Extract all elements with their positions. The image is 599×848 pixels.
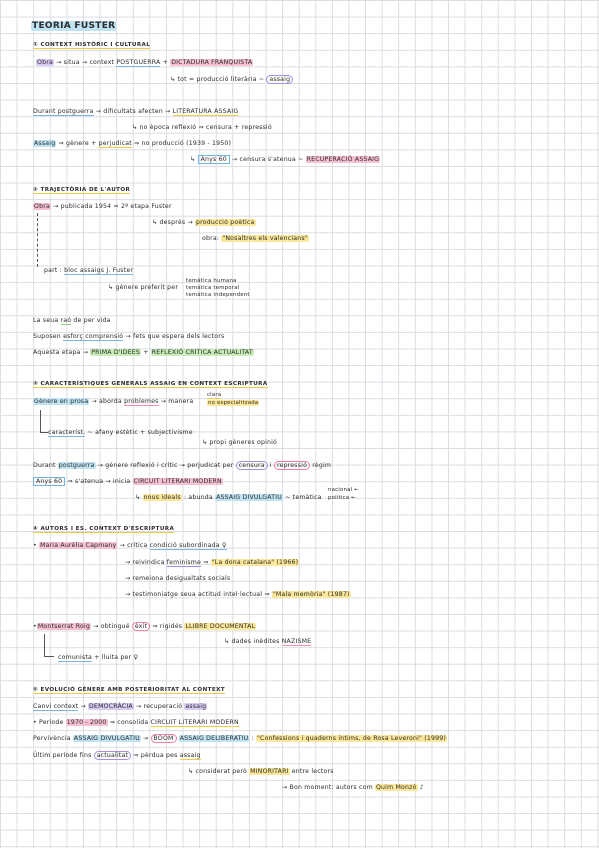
s5-line-6: → Bon moment: autors com Quim Monzó ♪: [282, 784, 424, 791]
s4-line-4: → testimoniatge seua actitud intel·lectu…: [125, 591, 351, 598]
s3-line-2: característ. ~ afany estètic + subjectiv…: [48, 429, 193, 437]
s5-line-2: • Període 1970 - 2000 ⇒ consolida CIRCUI…: [33, 719, 239, 727]
s2-line-4: part : bloc assaigs J. Fuster: [44, 267, 134, 275]
s2-line-2: ↳ després → producció poètica: [152, 219, 256, 226]
bracket-line: [40, 432, 48, 433]
s4-line-6: ↳ dades inèdites NAZISME: [224, 638, 312, 646]
section-5-heading: ⑤ EVOLUCIÓ GÈNERE AMB POSTERIORITAT AL C…: [33, 687, 226, 694]
s5-line-1: Canvi context → DEMOCRÀCIA → recuperació…: [33, 703, 208, 711]
s3-theme-1: nacional ←: [328, 487, 359, 493]
s3-line-1: Gènere en prosa → aborda problemes → man…: [33, 398, 194, 406]
s2-line-6: La seua raó de per vida: [33, 317, 111, 325]
section-4-heading: ④ AUTORS I ES. CONTEXT D'ESCRIPTURA: [33, 526, 175, 533]
s5-line-4: Últim període fins actualitat ⇒ pèrdua p…: [33, 751, 201, 760]
s2-line-5: ↳ gènere preferit per: [108, 284, 179, 291]
s4-line-3: → remeiona desigualtats socials: [125, 575, 231, 582]
s3-theme-2: política ←: [328, 495, 356, 501]
s2-line-3: obra: "Nosaltres els valencians": [202, 235, 309, 242]
s4-line-2: → reivindica feminisme ⇒ "La dona catala…: [125, 559, 300, 567]
s2-line-7: Suposen esforç comprensió → fets que esp…: [33, 333, 225, 341]
section-3-heading: ③ CARACTERÍSTIQUES GENERALS ASSAIG EN CO…: [33, 381, 268, 388]
s3-line-5: Anys 60 ⇒ s'atenua → inicia CIRCUIT LITE…: [33, 477, 223, 486]
s3-manner-2: no especialitzada: [207, 400, 260, 406]
s1-line-4: ↳ no època reflexió ⇒ censura + repressi…: [132, 124, 272, 131]
s2-topic-3: temàtica independent: [186, 292, 250, 298]
s2-line-1: Obra → publicada 1954 = 2ª etapa Fuster: [33, 203, 172, 210]
bracket-line: [40, 410, 41, 432]
section-2-heading: ② TRAJECTÒRIA DE L'AUTOR: [33, 187, 131, 194]
s1-line-3: Durant postguerra → dificultats afecten …: [33, 108, 239, 116]
s2-topic-1: temàtica humana: [186, 278, 237, 284]
s2-topic-2: temàtica temporal: [186, 285, 240, 291]
bracket-line: [44, 634, 45, 656]
s4-line-5: •Montserrat Roig → obtingué èxit ⇒ rigid…: [33, 622, 257, 631]
s5-line-3: Pervivència ASSAIG DIVULGATIU → BOOM ASS…: [33, 734, 448, 743]
s4-line-7: comunista + lluita per ♀: [58, 654, 139, 662]
page-title: TEORIA FUSTER: [31, 21, 117, 31]
s3-line-6: ↳ nous ideals : abunda ASSAIG DIVULGATIU…: [135, 494, 322, 501]
bracket-line: [37, 213, 38, 267]
s3-manner-1: clara: [207, 392, 222, 399]
s3-line-4: Durant postguerra → gènere reflexió i cr…: [33, 461, 332, 470]
s5-line-5: ↳ considerat però MINORITARI entre lecto…: [188, 768, 334, 775]
s4-line-1: • Maria Aurèlia Capmany → crítica condic…: [33, 542, 227, 550]
s2-line-8: Aquesta etapa → PRIMA D'IDEES + REFLEXIÓ…: [33, 349, 254, 356]
bracket-line: [44, 656, 54, 657]
s1-line-2: ↳ tot = producció literària ~ assaig: [170, 75, 294, 84]
s3-line-3: ↳ propi gèneres opinió: [202, 439, 278, 446]
section-1-heading: ① CONTEXT HISTÒRIC I CULTURAL: [33, 42, 151, 49]
s1-line-1: Obra → situa → context POSTGUERRA + DICT…: [36, 59, 254, 67]
s1-line-5: Assaig ⇒ gènere + perjudicat ⇒ no produc…: [33, 140, 232, 148]
s1-line-6: ↳ Anys 60 → censura s'atenua ~ RECUPERAC…: [190, 155, 381, 164]
